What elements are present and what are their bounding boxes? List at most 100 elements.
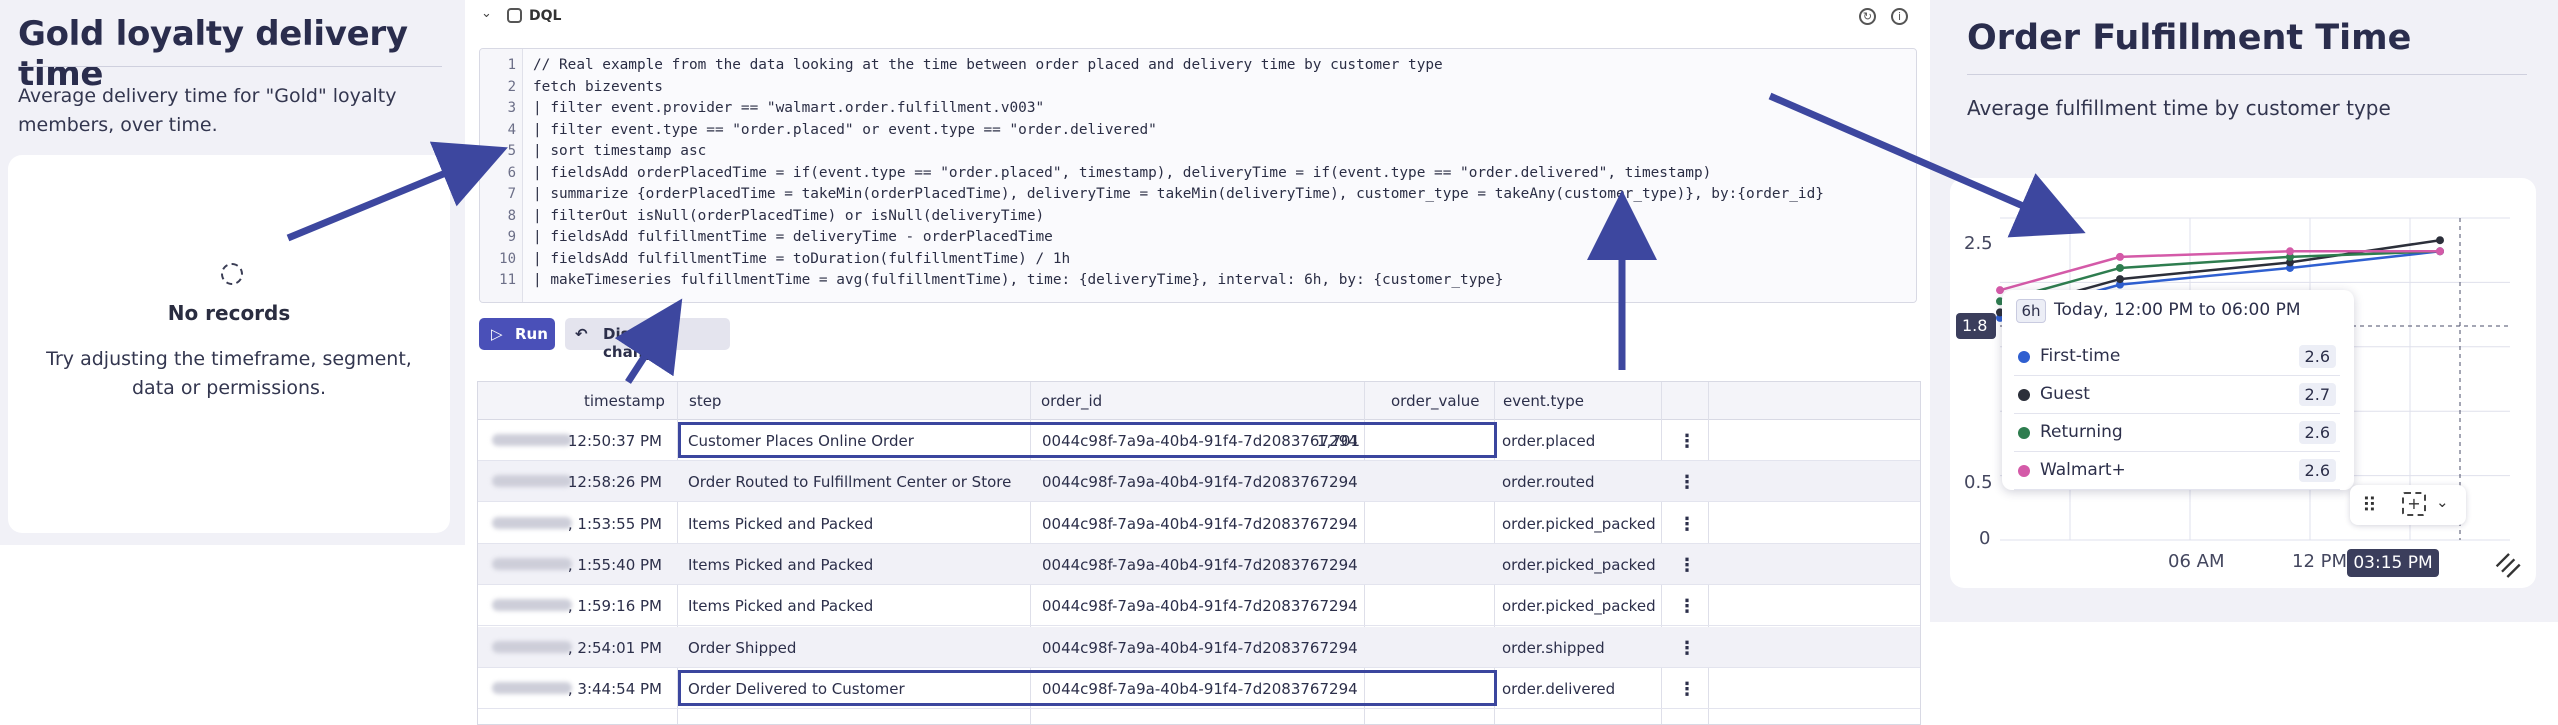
tooltip-range-start: Today, 12:00 PM bbox=[2054, 300, 2194, 320]
results-table: timestamp step order_id order_value even… bbox=[477, 381, 1921, 725]
table-cell: , 1:59:16 PM bbox=[567, 597, 662, 616]
code-line[interactable]: | filter event.type == "order.placed" or… bbox=[533, 121, 1157, 138]
table-cell: order.picked_packed bbox=[1502, 555, 1656, 574]
code-line[interactable]: | sort timestamp asc bbox=[533, 143, 707, 159]
row-menu-icon[interactable]: ⋮ bbox=[1678, 472, 1696, 494]
column-header[interactable]: order_id bbox=[1041, 392, 1103, 410]
table-cell: order.picked_packed bbox=[1502, 514, 1656, 533]
redacted-date bbox=[492, 599, 572, 612]
table-cell: 12:50:37 PM bbox=[567, 432, 662, 450]
row-menu-icon[interactable]: ⋮ bbox=[1678, 554, 1696, 576]
table-row[interactable]: , 1:59:16 PM Items Picked and Packed 0044c… bbox=[478, 585, 1920, 627]
code-area[interactable]: // Real example from the data looking at… bbox=[522, 49, 1916, 302]
row-menu-icon[interactable]: ⋮ bbox=[1678, 596, 1696, 618]
row-menu-icon[interactable]: ⋮ bbox=[1678, 678, 1696, 700]
column-header[interactable]: event.type bbox=[1503, 392, 1584, 410]
interval-badge: 6h bbox=[2016, 299, 2046, 323]
run-button[interactable]: ▷ Run bbox=[479, 318, 555, 350]
info-icon[interactable]: i bbox=[1891, 8, 1908, 25]
row-menu-icon[interactable]: ⋮ bbox=[1678, 513, 1696, 535]
redacted-date bbox=[492, 475, 572, 488]
left-title: Gold loyalty delivery time bbox=[18, 14, 408, 94]
drag-handle-icon[interactable]: ⠿ bbox=[2362, 493, 2377, 517]
divider bbox=[18, 66, 442, 67]
tooltip-range-to: to bbox=[2198, 300, 2216, 320]
code-line[interactable]: | summarize {orderPlacedTime = takeMin(o… bbox=[533, 186, 1824, 202]
series-name: Walmart+ bbox=[2040, 460, 2126, 480]
table-cell: Customer Places Online Order bbox=[688, 432, 914, 450]
code-line[interactable]: | fieldsAdd fulfillmentTime = deliveryTi… bbox=[533, 229, 1053, 245]
code-line[interactable]: // Real example from the data looking at… bbox=[533, 57, 1443, 73]
row-menu-icon[interactable]: ⋮ bbox=[1678, 637, 1696, 659]
series-line[interactable] bbox=[1999, 250, 2441, 303]
code-line[interactable]: | fieldsAdd fulfillmentTime = toDuration… bbox=[533, 250, 1071, 267]
table-cell: 0044c98f-7a9a-40b4-91f4-7d2083767294 bbox=[1042, 432, 1358, 450]
column-header[interactable]: step bbox=[689, 392, 722, 410]
row-menu-icon[interactable]: ⋮ bbox=[1678, 431, 1696, 452]
series-color-dot bbox=[2018, 427, 2030, 439]
data-point[interactable] bbox=[2286, 258, 2294, 267]
left-description: Average delivery time for "Gold" loyalty… bbox=[18, 85, 397, 136]
refresh-icon[interactable]: ↻ bbox=[1859, 8, 1876, 25]
tooltip-range: Today, 12:00 PM to 06:00 PM bbox=[2054, 300, 2301, 320]
hover-time-badge: 03:15 PM bbox=[2347, 549, 2439, 577]
chevron-down-icon[interactable]: ⌄ bbox=[2436, 493, 2449, 511]
redacted-date bbox=[492, 516, 572, 529]
column-header[interactable]: timestamp bbox=[584, 392, 665, 410]
data-point[interactable] bbox=[2116, 252, 2124, 261]
no-data-icon bbox=[221, 263, 243, 285]
undo-icon: ↶ bbox=[575, 325, 588, 343]
table-row[interactable]: 12:50:37 PM Customer Places Online Order 0… bbox=[478, 420, 1920, 461]
table-cell: Items Picked and Packed bbox=[688, 597, 874, 616]
series-value: 2.6 bbox=[2298, 421, 2336, 444]
redacted-date bbox=[492, 557, 572, 570]
y-value-badge: 1.8 bbox=[1956, 313, 1996, 339]
data-point[interactable] bbox=[2286, 252, 2294, 261]
table-header: timestamp step order_id order_value even… bbox=[478, 382, 1920, 420]
line-number: 10 bbox=[499, 250, 516, 267]
code-line[interactable]: | filter event.provider == "walmart.orde… bbox=[533, 100, 1045, 116]
code-line[interactable]: | filterOut isNull(orderPlacedTime) or i… bbox=[533, 207, 1045, 224]
right-title: Order Fulfillment Time bbox=[1967, 18, 2412, 58]
y-tick-label: 2.5 bbox=[1964, 233, 1993, 254]
table-cell: 0044c98f-7a9a-40b4-91f4-7d2083767294 bbox=[1042, 597, 1358, 616]
data-point[interactable] bbox=[2116, 280, 2124, 289]
zoom-select-icon[interactable]: + bbox=[2402, 492, 2426, 516]
data-point[interactable] bbox=[2436, 236, 2444, 245]
redacted-date bbox=[492, 434, 572, 446]
discard-changes-button[interactable]: ↶ Discard changes bbox=[565, 318, 730, 361]
code-line[interactable]: fetch bizevents bbox=[533, 78, 663, 95]
series-line[interactable] bbox=[1999, 250, 2440, 292]
data-point[interactable] bbox=[2286, 247, 2294, 256]
table-cell: order.picked_packed bbox=[1502, 597, 1656, 616]
data-point[interactable] bbox=[2116, 263, 2124, 272]
data-point[interactable] bbox=[2116, 275, 2124, 284]
data-point[interactable] bbox=[2286, 263, 2294, 272]
table-cell: , 2:54:01 PM bbox=[567, 638, 662, 657]
column-header[interactable]: order_value bbox=[1391, 392, 1480, 410]
redacted-date bbox=[492, 640, 572, 653]
line-number: 2 bbox=[507, 78, 516, 95]
chevron-down-icon[interactable]: ⌄ bbox=[481, 6, 492, 21]
line-number: 11 bbox=[499, 272, 516, 288]
series-name: Returning bbox=[2040, 422, 2123, 442]
data-point[interactable] bbox=[1996, 286, 2004, 295]
code-line[interactable]: | makeTimeseries fulfillmentTime = avg(f… bbox=[533, 272, 1504, 288]
divider bbox=[1967, 74, 2527, 75]
code-line[interactable]: | fieldsAdd orderPlacedTime = if(event.t… bbox=[533, 164, 1712, 181]
table-cell: 12:58:26 PM bbox=[567, 473, 662, 492]
no-records-title: No records bbox=[167, 301, 291, 325]
table-cell: Items Picked and Packed bbox=[688, 514, 874, 533]
table-cell: 0044c98f-7a9a-40b4-91f4-7d2083767294 bbox=[1042, 638, 1358, 657]
line-number: 4 bbox=[507, 121, 516, 138]
data-point[interactable] bbox=[2436, 247, 2444, 256]
